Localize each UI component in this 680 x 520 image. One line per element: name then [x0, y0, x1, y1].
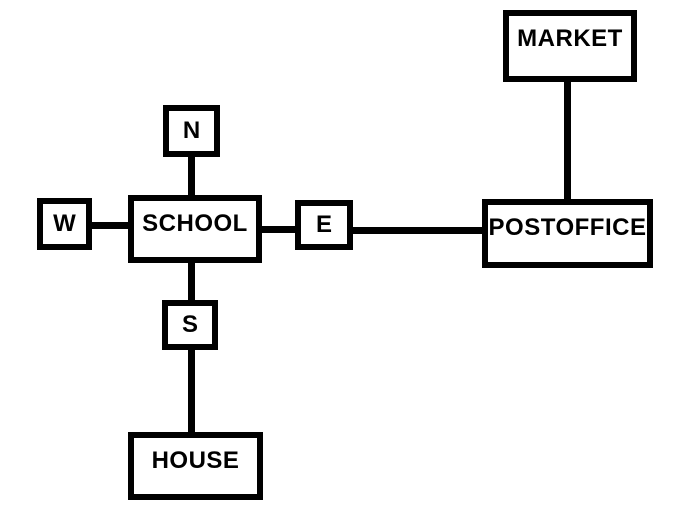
edge-market-postoffice	[564, 80, 571, 200]
node-market: MARKET	[503, 10, 637, 82]
node-north-label: N	[182, 117, 201, 144]
node-direction-south: S	[162, 300, 218, 350]
node-direction-west: W	[37, 198, 92, 250]
node-house-label: HOUSE	[151, 447, 240, 474]
edge-south-house	[188, 348, 195, 434]
node-direction-east: E	[295, 200, 353, 250]
edge-school-south	[188, 261, 195, 302]
node-west-label: W	[53, 210, 76, 237]
edge-east-postoffice	[350, 227, 485, 234]
node-postoffice-label: POSTOFFICE	[488, 214, 647, 241]
node-school-label: SCHOOL	[142, 210, 248, 237]
node-school: SCHOOL	[128, 195, 262, 263]
node-postoffice: POSTOFFICE	[482, 199, 653, 268]
node-east-label: E	[315, 211, 332, 238]
node-house: HOUSE	[128, 432, 263, 500]
edge-west-school	[90, 222, 131, 229]
edge-school-east	[260, 226, 298, 233]
node-market-label: MARKET	[517, 25, 623, 52]
node-south-label: S	[181, 311, 198, 338]
edge-north-school	[188, 155, 195, 197]
node-direction-north: N	[163, 105, 220, 157]
